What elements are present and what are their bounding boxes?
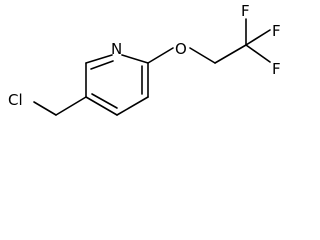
- bond-o-ch2: [189, 47, 216, 64]
- atom-fluorine-bottom: F: [272, 60, 281, 78]
- bond-c2-o: [147, 47, 174, 64]
- atom-labels: N O F F F Cl: [8, 2, 281, 109]
- bond-n-c6: [85, 54, 113, 64]
- bond-c4-c5-inner: [91, 93, 118, 109]
- structure-diagram: N O F F F Cl: [8, 2, 281, 116]
- bond-c5-ch2: [55, 96, 87, 116]
- bond-c-f2: [245, 29, 271, 46]
- bond-c4-c5: [85, 96, 118, 116]
- atom-fluorine-middle: F: [272, 22, 281, 40]
- bond-c-f3: [245, 44, 271, 63]
- bond-c3-c4: [116, 96, 149, 116]
- bonds: [33, 18, 271, 116]
- bond-n-c6-inner: [90, 60, 114, 70]
- bond-ch2-cl: [33, 101, 57, 116]
- bond-ch2-cf3: [214, 44, 247, 64]
- molecule-structure-svg: N O F F F Cl: [8, 2, 281, 116]
- atom-fluorine-top: F: [241, 2, 250, 20]
- atom-chlorine: Cl: [8, 91, 23, 109]
- atom-nitrogen: N: [111, 40, 122, 58]
- atom-oxygen: O: [175, 40, 187, 58]
- bond-n-c2: [121, 54, 149, 64]
